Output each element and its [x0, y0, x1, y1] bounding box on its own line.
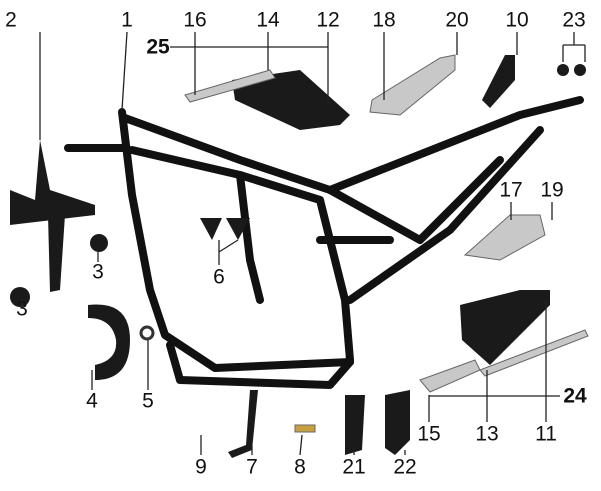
callout-12: 12 — [316, 8, 340, 32]
callout-9: 9 — [195, 455, 207, 479]
callout-24: 24 — [563, 384, 587, 408]
frame — [64, 96, 584, 389]
callout-18: 18 — [372, 8, 396, 32]
part-24-rod — [479, 329, 589, 377]
part-4-bracket — [88, 304, 130, 380]
parts — [10, 55, 586, 458]
callout-16: 16 — [183, 8, 207, 32]
part-2-headlight-bracket — [10, 140, 95, 225]
part-18-footrest-bracket — [369, 54, 456, 116]
callout-23: 23 — [562, 8, 586, 32]
callout-8: 8 — [294, 455, 306, 479]
callout-14: 14 — [256, 8, 280, 32]
part-12-footrest-bracket — [232, 70, 350, 130]
callout-7: 7 — [246, 455, 258, 479]
part-17-footrest-bracket — [463, 214, 546, 261]
part-6-plate — [200, 218, 222, 240]
callout-11: 11 — [535, 422, 557, 446]
part-15-lever — [419, 359, 481, 393]
part-21-plate — [345, 395, 365, 455]
part-16-rod — [184, 69, 276, 103]
callout-2: 2 — [5, 8, 17, 32]
part-22-plate — [385, 390, 410, 455]
callout-5: 5 — [142, 389, 154, 413]
part-3-grommet — [90, 234, 108, 252]
leader-lines — [21, 31, 586, 456]
callout-6: 6 — [213, 265, 225, 289]
callout-22: 22 — [393, 455, 417, 479]
part-11-plate — [460, 290, 550, 365]
callout-3: 3 — [16, 297, 28, 321]
part-23-grommet — [574, 64, 586, 76]
callout-19: 19 — [540, 178, 564, 202]
callout-15: 15 — [417, 422, 441, 446]
callout-1: 1 — [121, 8, 133, 32]
callout-20: 20 — [445, 8, 469, 32]
part-8-bolt — [294, 424, 316, 433]
callout-17: 17 — [499, 178, 523, 202]
callout-4: 4 — [86, 389, 98, 413]
part-7-sidestand — [228, 390, 258, 458]
callout-25: 25 — [146, 35, 170, 59]
part-6-plate — [226, 218, 250, 240]
part-23-grommet — [557, 64, 569, 76]
part-3-grommet — [10, 287, 30, 307]
callout-21: 21 — [342, 455, 366, 479]
callout-3: 3 — [92, 260, 104, 284]
part-5-washer — [139, 325, 155, 341]
part-10-bracket — [482, 55, 515, 108]
callout-13: 13 — [475, 422, 499, 446]
callout-10: 10 — [505, 8, 529, 32]
